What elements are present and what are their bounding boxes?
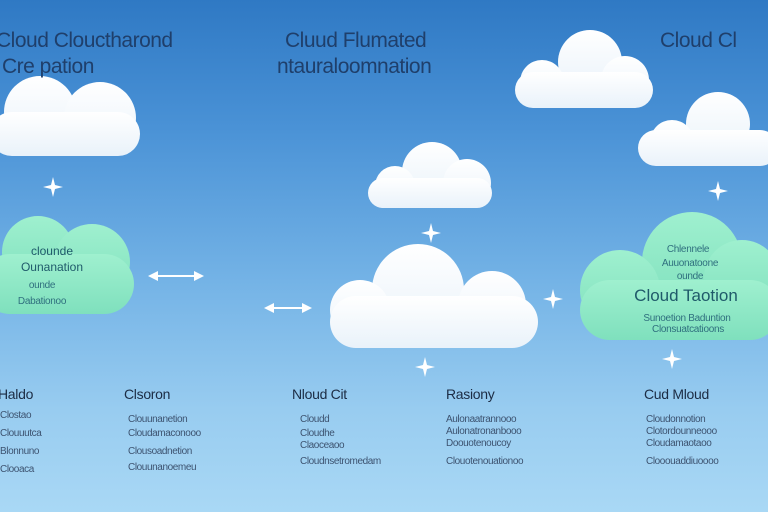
panel-left-sub-line2: Dabationoo — [17, 296, 67, 307]
headline-left-line1: Cloud Clouctharond — [0, 29, 173, 52]
column-line: Cloudnsetromedam — [300, 456, 381, 467]
column-line: Clouunanoemeu — [128, 462, 197, 473]
cloud-icon — [515, 30, 653, 108]
panel-left-title-line1: clounde — [30, 244, 74, 258]
column-heading: Nloud Cit — [292, 386, 347, 402]
column-heading: Rasiony — [446, 386, 495, 402]
headline-center-line2: ntauraloomnation — [277, 55, 432, 78]
panel-right-title: Cloud Taotion — [634, 286, 738, 305]
panel-right-sub-line5: Clonsuatcatioons — [652, 324, 724, 335]
column-line: Blonnuno — [0, 446, 40, 457]
panel-right-sub-line1: Chlennele — [666, 244, 710, 255]
column-line: Clousoadnetion — [128, 446, 192, 457]
panel-right-sub-line4: Sunoetion Baduntion — [643, 313, 731, 324]
sparkle-icon — [421, 223, 441, 243]
cloud-icon — [0, 76, 140, 156]
column-line: Aulonatronanbooo — [446, 426, 522, 437]
panel-right-sub-line3: ounde — [676, 271, 704, 282]
column-line: Claoceaoo — [300, 440, 345, 451]
cloud-icon — [368, 142, 492, 208]
column-line: Aulonaatrannooo — [446, 414, 517, 425]
double-arrow-icon — [264, 303, 312, 313]
headline-left-line2: Cre pation — [2, 55, 94, 78]
column-line: Doouotenoucoy — [446, 438, 511, 449]
column-line: Cloudd — [300, 414, 330, 425]
mint-cloud-panel-right — [580, 212, 768, 340]
column-line: Clostao — [0, 410, 32, 421]
column-line: Clouotenouationoo — [446, 456, 524, 467]
sparkle-icon — [662, 349, 682, 369]
double-arrow-icon — [148, 271, 204, 281]
headline-right-line1: Cloud Cl — [660, 29, 737, 52]
column-line: Clotordounneooo — [646, 426, 717, 437]
sparkle-icon — [415, 357, 435, 377]
column-heading: Haldo — [0, 386, 34, 402]
mint-cloud-panel-left — [0, 216, 134, 314]
column-line: Cloudamaotaoo — [646, 438, 712, 449]
cloud-icon — [330, 244, 538, 348]
panel-left-sub-line1: ounde — [28, 280, 56, 291]
column-line: Clouuutca — [0, 428, 42, 439]
sparkle-icon — [708, 181, 728, 201]
panel-left-title-line2: Ounanation — [20, 260, 84, 274]
column-heading: Cud Mloud — [644, 386, 710, 402]
sparkle-icon — [43, 177, 63, 197]
column-line: Cloudhe — [300, 428, 335, 439]
column-heading: Clsoron — [124, 386, 171, 402]
headline-center-line1: Cluud Flumated — [285, 29, 427, 52]
column-line: Cloudonnotion — [646, 414, 706, 425]
column-line: Clouunanetion — [128, 414, 188, 425]
panel-right-sub-line2: Auuonatoone — [661, 258, 719, 269]
cloud-icon — [638, 92, 768, 166]
column-line: Clooouaddiuoooo — [646, 456, 719, 467]
column-line: Cloudamaconooo — [128, 428, 201, 439]
column-line: Clooaca — [0, 464, 34, 475]
sparkle-icon — [543, 289, 563, 309]
